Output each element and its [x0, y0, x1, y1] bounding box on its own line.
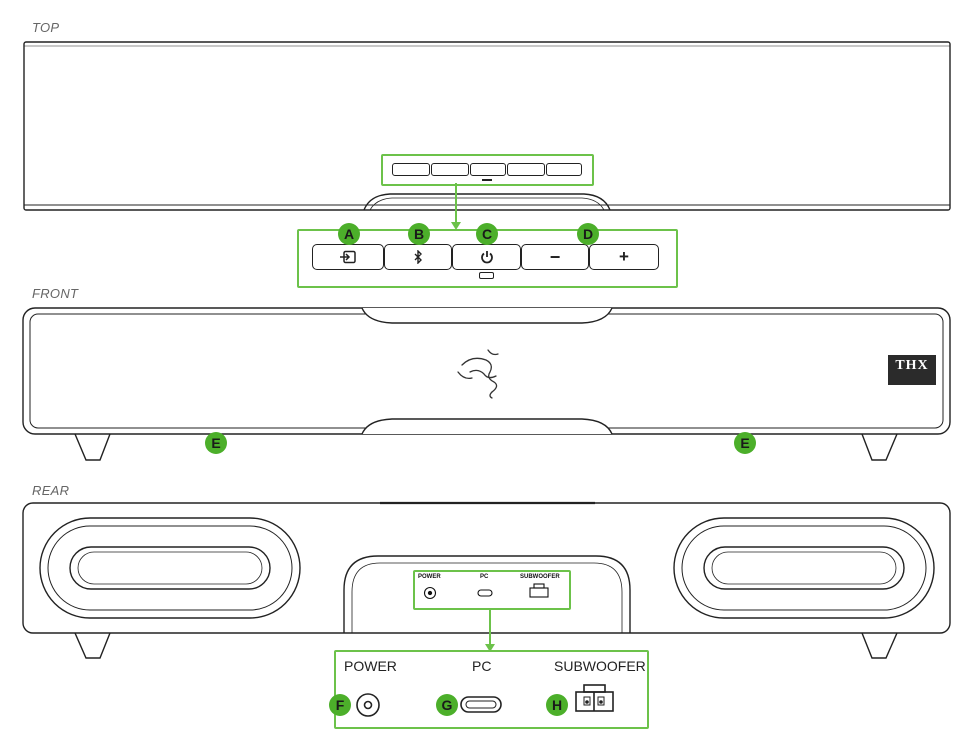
zoom-ports — [356, 684, 614, 717]
badge-f: F — [329, 694, 351, 716]
small-power-port-icon — [423, 586, 437, 600]
badge-e-left: E — [205, 432, 227, 454]
top-small-power-button — [470, 163, 506, 176]
top-small-input-button — [392, 163, 430, 176]
top-notch — [363, 193, 611, 211]
thx-logo: THX — [888, 355, 936, 385]
rear-ports-highlight — [413, 570, 571, 610]
minus-icon: − — [549, 246, 561, 267]
subwoofer-port-icon — [575, 684, 614, 712]
rear-right-vent-outer — [673, 517, 935, 619]
input-icon — [340, 250, 356, 264]
badge-b: B — [408, 223, 430, 245]
subwoofer-port-label: SUBWOOFER — [554, 658, 646, 674]
top-view — [23, 41, 951, 211]
rear-right-foot — [861, 632, 898, 659]
top-body — [23, 41, 951, 211]
top-zoom-arrowhead — [451, 222, 461, 230]
badge-e-right: E — [734, 432, 756, 454]
rear-view — [22, 501, 951, 659]
front-bottom-notch — [361, 418, 613, 435]
front-view-label: FRONT — [32, 286, 79, 301]
power-icon — [480, 251, 493, 264]
bluetooth-button — [384, 244, 452, 270]
small-pc-port-icon — [477, 589, 493, 597]
volume-down-button: − — [521, 244, 589, 270]
badge-c: C — [476, 223, 498, 245]
top-small-bluetooth-button — [431, 163, 469, 176]
volume-up-button: + — [589, 244, 659, 270]
top-small-minus-button — [507, 163, 545, 176]
front-top-notch — [361, 307, 613, 324]
rear-zoom-arrowhead — [485, 644, 495, 652]
front-body-inner — [29, 313, 944, 429]
rear-left-vent-inner — [69, 546, 271, 590]
badge-h: H — [546, 694, 568, 716]
dc-power-port-icon — [356, 693, 380, 717]
rear-ports-zoom — [334, 650, 649, 729]
power-port-label: POWER — [344, 658, 397, 674]
small-pc-label: PC — [480, 574, 489, 580]
top-buttons-highlight — [381, 154, 594, 186]
rear-small-ports — [423, 583, 549, 600]
top-view-label: TOP — [32, 20, 60, 35]
usb-c-port-icon — [460, 696, 502, 713]
badge-a: A — [338, 223, 360, 245]
power-button — [452, 244, 521, 270]
small-subwoofer-label: SUBWOOFER — [520, 574, 560, 580]
small-power-label: POWER — [418, 574, 441, 580]
rear-right-vent-inner — [703, 546, 905, 590]
status-led-indicator — [479, 272, 494, 279]
input-button — [312, 244, 384, 270]
rear-left-foot — [74, 632, 111, 659]
rear-view-label: REAR — [32, 483, 70, 498]
badge-d: D — [577, 223, 599, 245]
top-small-plus-button — [546, 163, 582, 176]
pc-port-label: PC — [472, 658, 492, 674]
front-left-foot — [74, 433, 111, 461]
badge-g: G — [436, 694, 458, 716]
bluetooth-icon — [414, 250, 422, 264]
rear-body — [22, 502, 951, 634]
plus-icon: + — [619, 247, 629, 266]
razer-logo-icon — [457, 349, 499, 399]
rear-port-recess — [343, 555, 631, 633]
front-right-foot — [861, 433, 898, 461]
rear-left-vent-outer — [39, 517, 301, 619]
front-body-outer — [22, 307, 951, 435]
front-view — [22, 307, 951, 461]
